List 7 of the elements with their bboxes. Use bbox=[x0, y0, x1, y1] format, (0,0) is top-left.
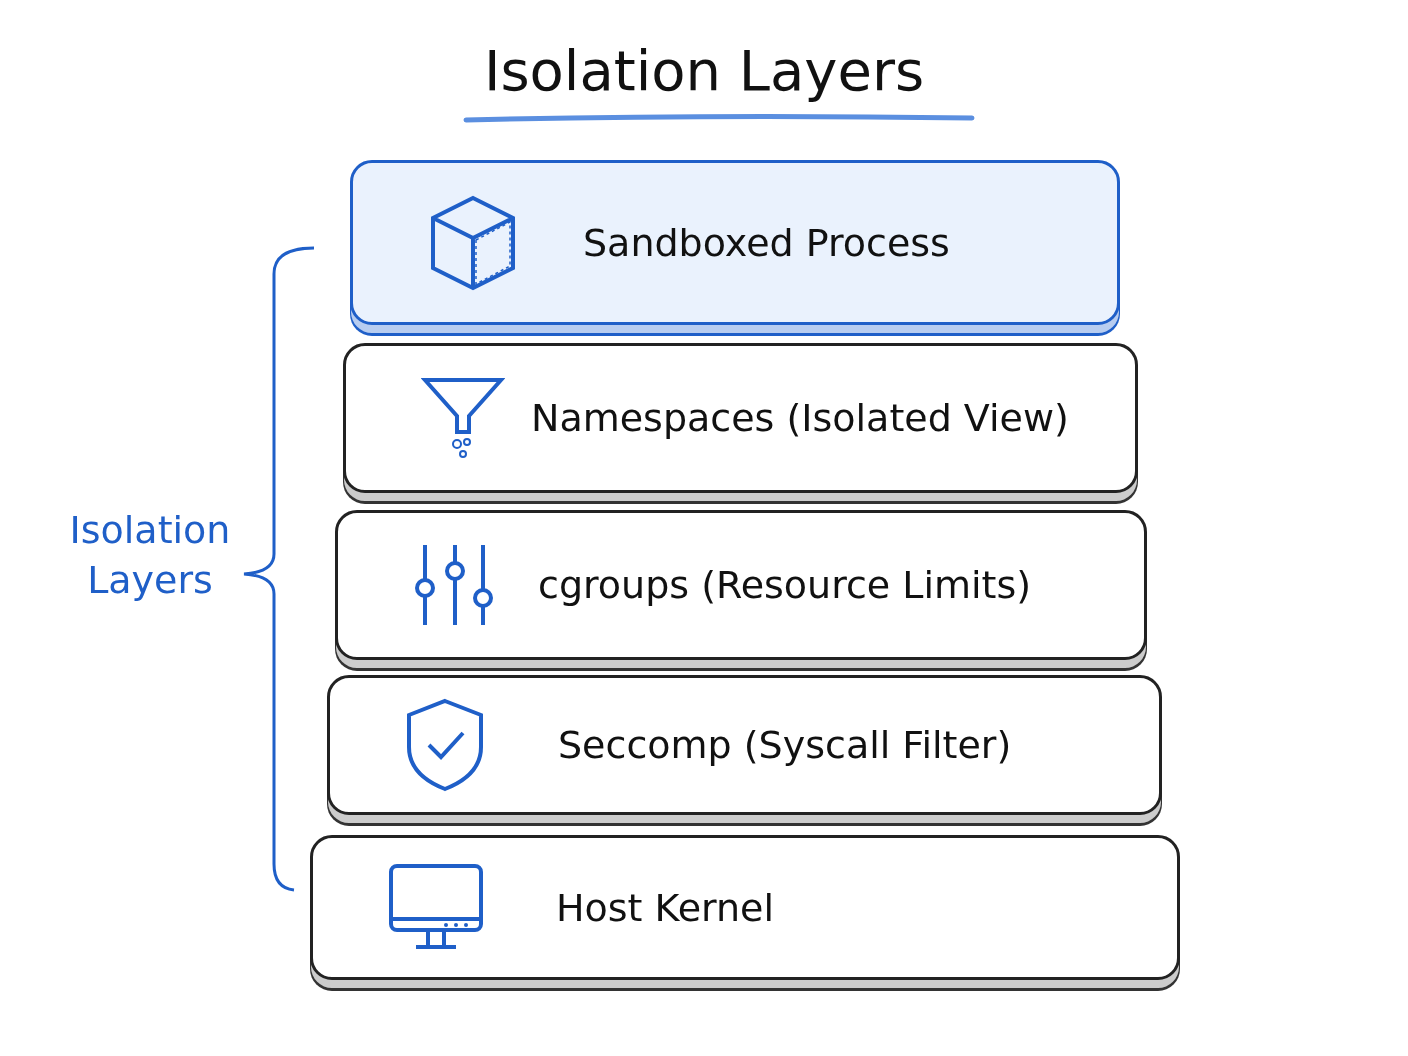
layer-label: Sandboxed Process bbox=[583, 220, 950, 265]
layer-label: cgroups (Resource Limits) bbox=[538, 563, 1032, 607]
title: Isolation Layers bbox=[482, 38, 926, 103]
bracket-label: Isolation Layers bbox=[68, 507, 232, 604]
layer-label: Host Kernel bbox=[556, 885, 774, 930]
layer-label: Namespaces (Isolated View) bbox=[531, 396, 1069, 440]
layer-label: Seccomp (Syscall Filter) bbox=[558, 723, 1012, 767]
